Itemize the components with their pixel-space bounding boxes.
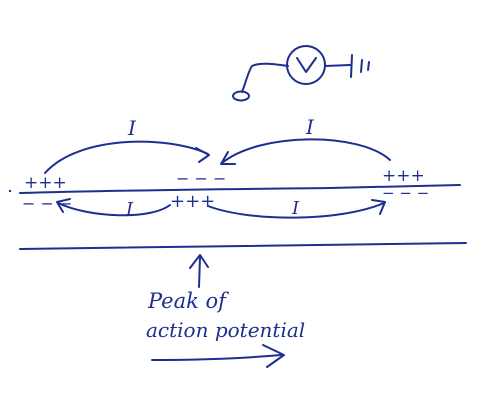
ground-lead-wire	[324, 64, 351, 67]
meter-assembly	[232, 45, 370, 102]
voltmeter-icon	[286, 45, 326, 85]
annotation-line-2: action potential	[146, 318, 305, 342]
upper-right-current-arrow	[221, 138, 391, 164]
lower-right-current-arrow	[207, 202, 385, 219]
lower-membrane-line	[19, 242, 467, 250]
annotation-line-1: Peak of	[147, 289, 229, 313]
stray-dot	[8, 189, 12, 193]
left-inside-charges: − − −	[22, 194, 72, 213]
left-outside-charges: +++	[24, 173, 67, 193]
meter-lead-wire	[241, 62, 289, 93]
peak-pointer-arrowhead	[189, 254, 209, 269]
lower-left-current-label: I	[125, 199, 134, 220]
upper-right-current-label: I	[305, 115, 315, 139]
electrode-tip	[232, 90, 250, 102]
center-outside-charges: − − −	[176, 169, 226, 188]
upper-right-arrowhead	[220, 151, 236, 165]
lower-left-current-arrow	[57, 202, 171, 217]
upper-left-arrowhead	[195, 147, 210, 163]
upper-membrane-line	[19, 184, 461, 194]
peak-pointer-arrow	[198, 256, 201, 288]
ground-icon	[350, 54, 370, 78]
right-outside-charges: +++	[382, 166, 425, 186]
lower-right-current-label: I	[291, 198, 300, 219]
lower-right-arrowhead	[371, 199, 386, 215]
lower-left-arrowhead	[56, 198, 71, 213]
right-inside-charges: − − −	[382, 184, 429, 202]
center-inside-charges: +++	[170, 191, 215, 212]
propagation-direction-arrowhead	[262, 344, 285, 368]
propagation-direction-arrow	[151, 354, 282, 361]
upper-left-current-arrow	[44, 140, 209, 174]
upper-left-current-label: I	[127, 116, 137, 140]
